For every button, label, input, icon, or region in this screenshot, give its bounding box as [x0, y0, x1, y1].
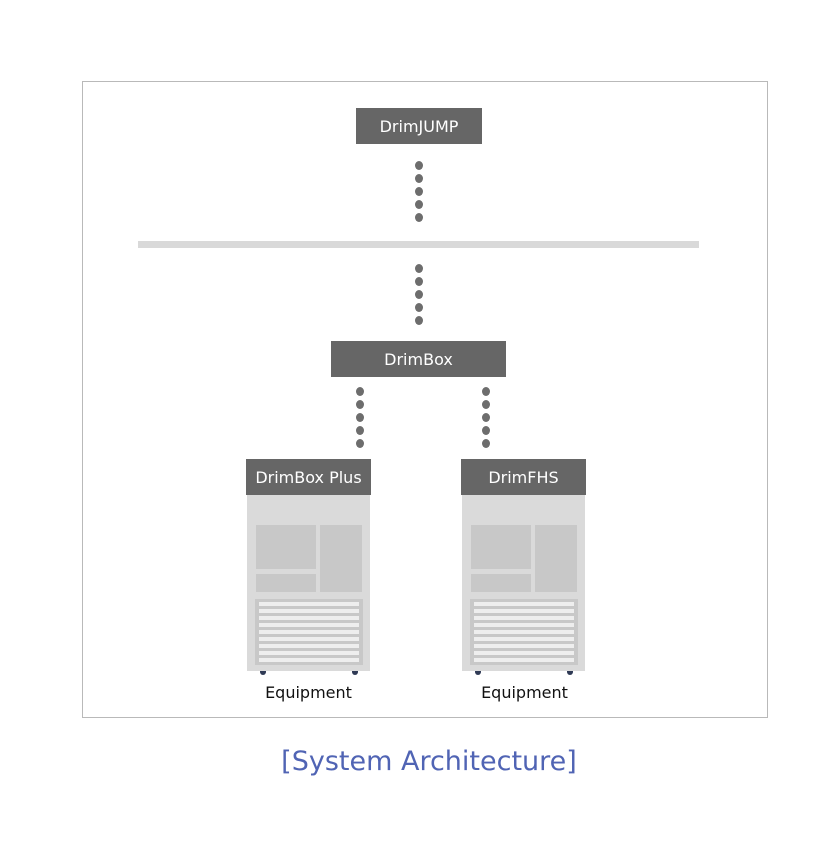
drimjump-label: DrimJUMP: [379, 116, 459, 136]
connector-bus-to-drimbox: [414, 264, 424, 329]
drimbox-label: DrimBox: [384, 349, 453, 369]
connector-drimbox-to-fhs: [481, 387, 491, 452]
equipment-label: Equipment: [265, 683, 352, 702]
diagram-frame: [82, 81, 768, 718]
diagram-caption: [System Architecture]: [281, 746, 577, 777]
connector-drimbox-to-plus: [355, 387, 365, 452]
drimjump-node: DrimJUMP: [356, 108, 482, 144]
equipment-cabinet-icon: [246, 495, 371, 675]
equipment-label: Equipment: [481, 683, 568, 702]
drimfhs-node: DrimFHS: [461, 459, 586, 495]
connector-jump-to-bus: [414, 161, 424, 226]
drimbox-plus-label: DrimBox Plus: [255, 467, 362, 487]
equipment-cabinet-icon: [461, 495, 586, 675]
network-bus: [138, 241, 699, 248]
drimfhs-label: DrimFHS: [488, 467, 559, 487]
drimbox-node: DrimBox: [331, 341, 506, 377]
drimbox-plus-node: DrimBox Plus: [246, 459, 371, 495]
